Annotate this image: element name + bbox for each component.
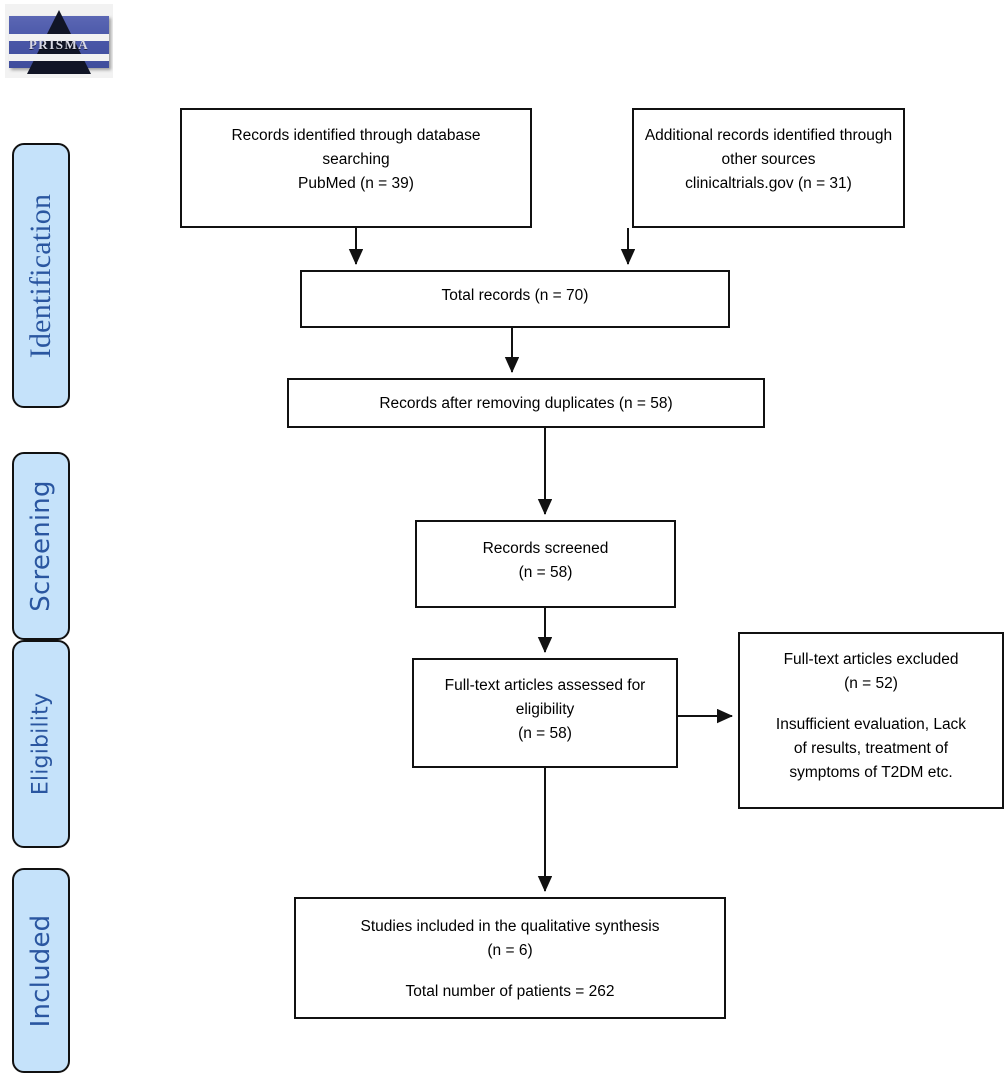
node-line: (n = 58) [518,564,573,582]
node-line: clinicaltrials.gov (n = 31) [685,175,852,193]
phase-label-identification: Identification [24,193,57,358]
logo-stripe-top [9,34,109,41]
node-line: Additional records identified through [644,127,893,144]
node-line: PubMed (n = 39) [298,175,414,193]
node-line: Records screened [482,540,609,557]
node-fulltext-assessed: Full-text articles assessed for eligibil… [412,658,678,768]
pyramid-icon [27,10,91,74]
node-studies-included: Studies included in the qualitative synt… [294,897,726,1019]
prisma-logo: PRISMA [5,4,113,78]
node-line: of results, treatment of [793,740,949,758]
node-line: (n = 58) [518,725,572,743]
node-line: (n = 52) [844,675,898,693]
node-line: Studies included in the qualitative synt… [360,918,660,935]
node-line: other sources [721,151,816,169]
node-line: symptoms of T2DM etc. [789,764,953,782]
node-line: Full-text articles assessed for [444,677,646,694]
node-line: Insufficient evaluation, Lack [775,716,967,734]
node-records-after-duplicates: Records after removing duplicates (n = 5… [287,378,765,428]
logo-text: PRISMA [28,37,90,52]
node-line-spacer [740,696,1002,713]
node-line: eligibility [515,701,575,719]
node-line-spacer [296,963,724,980]
phase-box-included: Included [12,868,70,1073]
node-line: searching [322,151,390,169]
phase-label-screening: Screening [26,480,56,612]
node-line: Total number of patients = 262 [405,983,615,1001]
node-records-screened: Records screened (n = 58) [415,520,676,608]
node-line: (n = 6) [487,942,533,960]
node-line: Full-text articles excluded [783,651,959,668]
node-line: Records identified through database [231,127,481,144]
node-fulltext-excluded: Full-text articles excluded (n = 52) Ins… [738,632,1004,809]
node-line: Total records (n = 70) [441,287,589,304]
logo-stripe-bottom [9,54,109,61]
node-records-identified-database: Records identified through database sear… [180,108,532,228]
phase-label-included: Included [26,914,56,1027]
phase-box-screening: Screening [12,452,70,640]
phase-box-identification: Identification [12,143,70,408]
phase-label-eligibility: Eligibility [28,692,54,796]
node-line: Records after removing duplicates (n = 5… [379,395,673,412]
node-additional-records: Additional records identified through ot… [632,108,905,228]
phase-box-eligibility: Eligibility [12,640,70,848]
node-total-records: Total records (n = 70) [300,270,730,328]
